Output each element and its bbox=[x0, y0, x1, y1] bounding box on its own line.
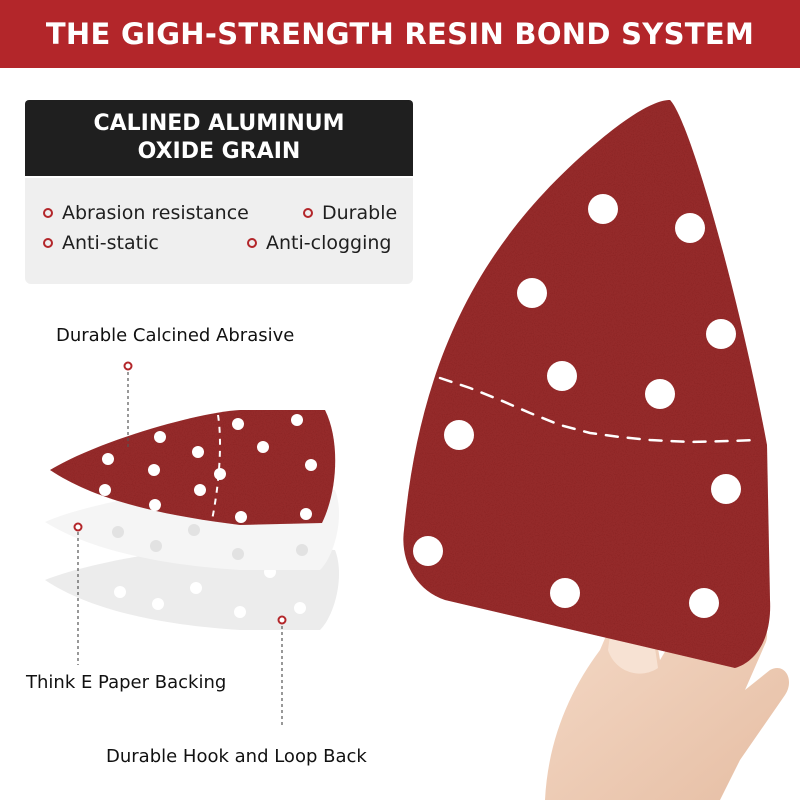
feature-item: Anti-static bbox=[43, 232, 159, 254]
large-sanding-pad bbox=[403, 100, 771, 668]
features-panel: Abrasion resistance Durable Anti-static … bbox=[25, 178, 413, 284]
top-banner: THE GIGH-STRENGTH RESIN BOND SYSTEM bbox=[0, 0, 800, 68]
grain-title-line-2: OXIDE GRAIN bbox=[137, 139, 301, 164]
callout-abrasive: Durable Calcined Abrasive bbox=[56, 325, 295, 346]
abrasive-layer bbox=[50, 410, 336, 525]
feature-label: Durable bbox=[322, 202, 398, 224]
callout-hook-loop: Durable Hook and Loop Back bbox=[106, 746, 367, 767]
bullet-icon bbox=[43, 238, 53, 248]
feature-item: Anti-clogging bbox=[247, 232, 391, 254]
grain-title-line-1: CALINED ALUMINUM bbox=[93, 111, 345, 136]
feature-label: Abrasion resistance bbox=[62, 202, 249, 224]
grain-header: CALINED ALUMINUM OXIDE GRAIN bbox=[25, 100, 413, 176]
bullet-icon bbox=[43, 208, 53, 218]
callout-leaders bbox=[77, 372, 283, 725]
feature-label: Anti-clogging bbox=[266, 232, 392, 254]
banner-title: THE GIGH-STRENGTH RESIN BOND SYSTEM bbox=[45, 17, 755, 51]
feature-item: Abrasion resistance bbox=[43, 202, 249, 224]
feature-item: Durable bbox=[303, 202, 397, 224]
callout-markers bbox=[73, 361, 287, 625]
pad-holes bbox=[413, 194, 741, 618]
callout-paper-backing: Think E Paper Backing bbox=[26, 672, 227, 693]
bullet-icon bbox=[303, 208, 313, 218]
feature-label: Anti-static bbox=[62, 232, 159, 254]
bullet-icon bbox=[247, 238, 257, 248]
